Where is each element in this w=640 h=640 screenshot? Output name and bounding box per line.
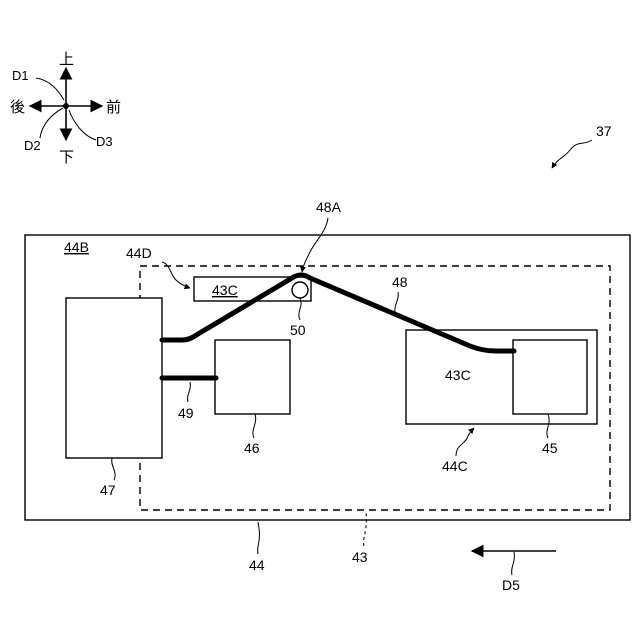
leader-44 [258, 522, 260, 554]
label-46: 46 [244, 440, 260, 456]
leader-d3 [69, 110, 96, 140]
label-down: 下 [59, 148, 74, 166]
ref-37-group: 37 [552, 123, 612, 168]
leader-d1 [36, 78, 64, 100]
component-46 [215, 340, 290, 414]
label-44c: 44C [442, 458, 468, 474]
label-43: 43 [352, 549, 368, 565]
label-45: 45 [542, 440, 558, 456]
leader-37 [552, 140, 592, 168]
label-48a: 48A [316, 199, 342, 215]
label-d5: D5 [502, 577, 520, 593]
direction-compass: 上 下 前 後 D1 D2 D3 [10, 50, 121, 166]
label-44: 44 [249, 557, 265, 573]
label-front: 前 [106, 98, 121, 116]
label-48: 48 [392, 274, 408, 290]
compass-center-dot [63, 103, 69, 109]
leader-d5 [512, 552, 515, 575]
label-37: 37 [596, 123, 612, 139]
label-47: 47 [100, 482, 116, 498]
label-up: 上 [59, 50, 74, 68]
label-d1: D1 [12, 68, 29, 83]
roller-50 [292, 282, 308, 298]
label-43c-top: 43C [212, 282, 238, 298]
label-50: 50 [290, 322, 306, 338]
leader-d2 [40, 108, 63, 138]
label-44d: 44D [126, 245, 152, 261]
label-d3: D3 [96, 134, 113, 149]
label-rear: 後 [10, 98, 25, 116]
component-45 [513, 340, 587, 414]
label-43c-right: 43C [445, 367, 471, 383]
label-49: 49 [178, 405, 194, 421]
component-47 [66, 298, 162, 458]
label-44b: 44B [64, 239, 89, 255]
label-d2: D2 [24, 138, 41, 153]
